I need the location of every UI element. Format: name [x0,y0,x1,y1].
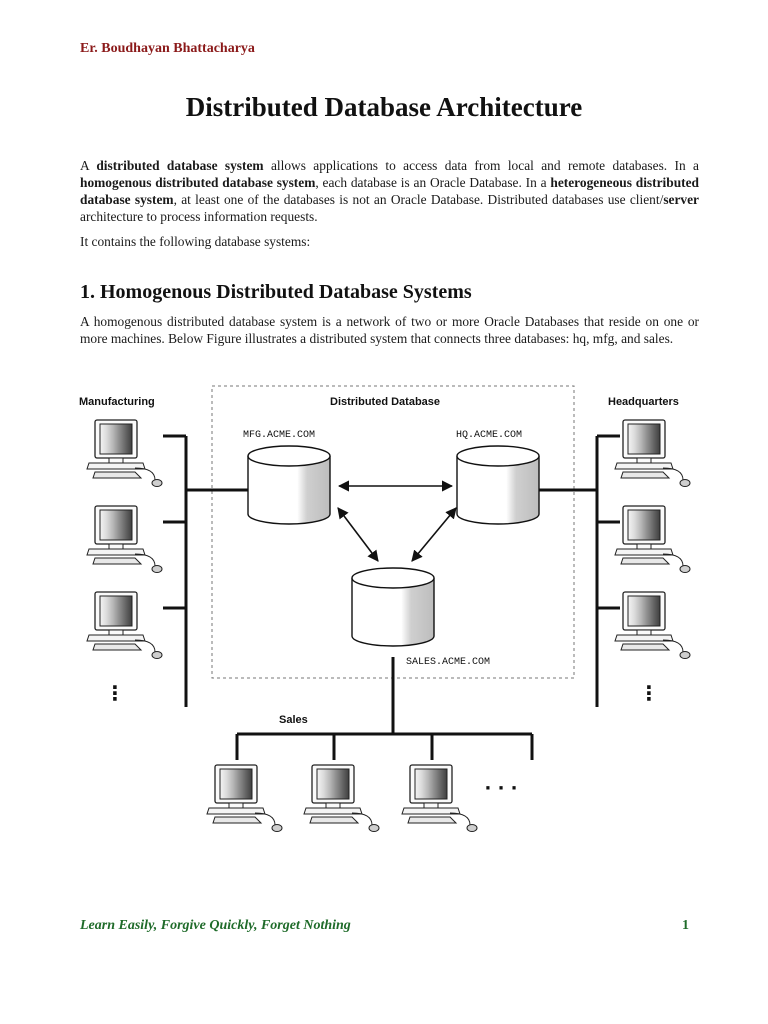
mfg-db-name: MFG.ACME.COM [243,430,315,441]
hq-more-dots: ⋮ [639,681,659,705]
hq-computer [614,505,691,574]
bold-term: homogenous distributed database system [80,175,316,190]
systems-intro: It contains the following database syste… [80,234,311,249]
text-run: architecture to process information requ… [80,209,318,224]
mfg-computer [86,505,163,574]
hq-db-name: HQ.ACME.COM [456,430,522,441]
text-run: A [80,158,97,173]
sales-computer [303,764,380,833]
section-text: A homogenous distributed database system… [80,314,699,346]
distributed-database-diagram: Manufacturing Distributed Database Headq… [79,385,691,833]
text-run: , each database is an Oracle Database. I… [315,175,551,190]
hq-computer [614,419,691,488]
bold-term: heterogeneous distributed database syste… [80,175,699,207]
sales-network [235,657,534,760]
sales-database-cylinder [351,567,435,647]
sales-computer [206,764,283,833]
distributed-database-label: Distributed Database [330,396,440,408]
author-name: Er. Boudhayan Bhattacharya [80,41,255,56]
intro-paragraph: A distributed database system allows app… [80,157,699,225]
sales-more-dots: · · · [484,778,517,799]
hq-sales-link [411,507,457,562]
hq-computer [614,591,691,660]
section-heading: 1. Homogenous Distributed Database Syste… [80,281,472,303]
footer-motto: Learn Easily, Forgive Quickly, Forget No… [80,918,351,933]
bold-term: server [663,192,699,207]
mfg-sales-link [337,507,379,562]
text-run: , at least one of the databases is not a… [173,192,664,207]
bold-term: distributed database system [96,158,264,173]
headquarters-network [538,434,620,707]
sales-db-name: SALES.ACME.COM [406,657,490,668]
hq-database-cylinder [456,445,540,525]
manufacturing-network [163,434,248,707]
page-number: 1 [682,918,689,933]
mfg-computer [86,419,163,488]
mfg-more-dots: ⋮ [105,681,125,705]
manufacturing-label: Manufacturing [79,396,155,408]
sales-label: Sales [279,714,308,726]
text-run: allows applications to access data from … [263,158,699,173]
mfg-database-cylinder [247,445,331,525]
headquarters-label: Headquarters [608,396,679,408]
sales-computer [401,764,478,833]
mfg-computer [86,591,163,660]
document-title: Distributed Database Architecture [185,92,583,122]
